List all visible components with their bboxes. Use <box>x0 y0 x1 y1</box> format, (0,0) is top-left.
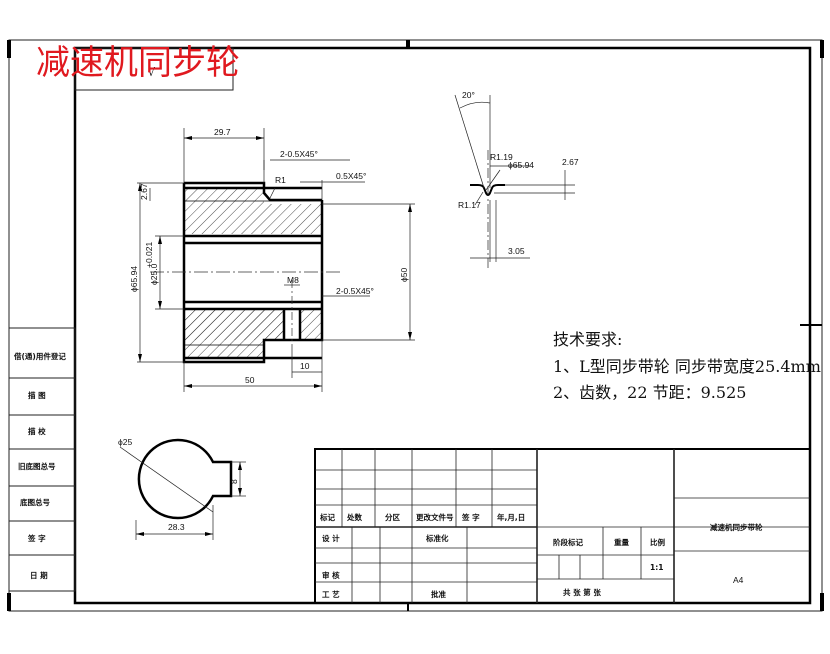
tb-sheets: 共 张 第 张 <box>563 587 601 597</box>
tb-format: A4 <box>733 575 744 585</box>
tooth-profile-detail: 20° R1.19 ϕ65.94 2.67 R1.17 3.05 <box>454 90 579 270</box>
dim-tolerance: +0.021 <box>144 241 154 268</box>
title-block: 标记 处数 分区 更改文件号 签 字 年,月,日 设 计 标准化 审 核 工 艺… <box>314 448 811 604</box>
tb-scale: 比例 <box>650 537 665 547</box>
dim-chamfer-right: 0.5X45° <box>336 171 366 181</box>
dim-phi50: ϕ50 <box>399 268 409 282</box>
tb-standardize: 标准化 <box>425 533 449 543</box>
side-label-4: 旧底图总号 <box>18 461 56 471</box>
tb-design: 设 计 <box>322 533 340 543</box>
side-label-column: 借(通)用件登记 描 图 描 校 旧底图总号 底图总号 签 字 日 期 <box>8 327 76 592</box>
side-label-3: 描 校 <box>28 426 46 436</box>
tb-stage-mark: 阶段标记 <box>553 537 583 547</box>
dim-2-67-detail: 2.67 <box>562 157 579 167</box>
code-box <box>74 47 234 91</box>
dim-29-7: 29.7 <box>214 127 231 137</box>
outer-border <box>8 39 823 612</box>
dim-8: 8 <box>229 479 239 484</box>
side-label-1: 借(通)用件登记 <box>13 351 66 361</box>
tb-part-name: 减速机同步带轮 <box>710 522 763 532</box>
drawing-title: 减速机同步轮 <box>36 43 240 83</box>
main-section-view: 29.7 2-0.5X45° 0.5X45° R1 2.67 ϕ65.94 ϕ2… <box>129 127 415 392</box>
tb-signature: 签 字 <box>461 512 480 522</box>
tb-approve: 批准 <box>431 589 446 599</box>
tb-review: 审 核 <box>322 570 340 580</box>
tb-weight: 重量 <box>614 537 629 547</box>
tech-line-2: 2、齿数，22 节距：9.525 <box>553 383 746 402</box>
dim-phi65-94-detail: ϕ65.94 <box>508 160 534 170</box>
dim-r1-17: R1.17 <box>458 200 481 210</box>
tb-process: 工 艺 <box>322 589 340 599</box>
side-label-7: 日 期 <box>30 570 48 580</box>
tb-date: 年,月,日 <box>497 512 525 522</box>
tb-mark: 标记 <box>319 512 335 522</box>
dim-3-05: 3.05 <box>508 246 525 256</box>
dim-chamfer-mid: 2-0.5X45° <box>336 286 374 296</box>
dim-phi65-94: ϕ65.94 <box>129 266 139 292</box>
tech-heading: 技术要求: <box>553 330 622 349</box>
tb-zone: 分区 <box>385 512 400 522</box>
dim-r1-19: R1.19 <box>490 152 513 162</box>
dim-phi25: ϕ25.0 <box>149 263 159 285</box>
dim-10: 10 <box>300 361 310 371</box>
tb-count: 处数 <box>346 512 362 522</box>
dim-chamfer-top: 2-0.5X45° <box>280 149 318 159</box>
corner-marks <box>7 40 824 611</box>
box-mark: √ <box>148 66 156 79</box>
dim-2-67-left: 2.67 <box>139 183 149 200</box>
side-label-5: 底图总号 <box>20 497 50 507</box>
dim-phi25-section: ϕ25 <box>118 437 132 447</box>
tech-line-1: 1、L型同步带轮 同步带宽度25.4mm <box>553 357 821 376</box>
tb-scale-value: 1:1 <box>650 563 663 572</box>
dim-50: 50 <box>245 375 255 385</box>
tb-change-doc: 更改文件号 <box>416 512 454 522</box>
dim-28-3: 28.3 <box>168 522 185 532</box>
dim-r1: R1 <box>275 175 286 185</box>
dim-angle-20: 20° <box>462 90 475 100</box>
technical-requirements: 技术要求: 1、L型同步带轮 同步带宽度25.4mm 2、齿数，22 节距：9.… <box>553 330 821 402</box>
dim-m8: M8 <box>287 275 299 285</box>
side-label-6: 签 字 <box>27 533 46 543</box>
side-label-2: 描 图 <box>28 390 46 400</box>
keyway-section: ϕ25 28.3 8 <box>118 437 246 540</box>
